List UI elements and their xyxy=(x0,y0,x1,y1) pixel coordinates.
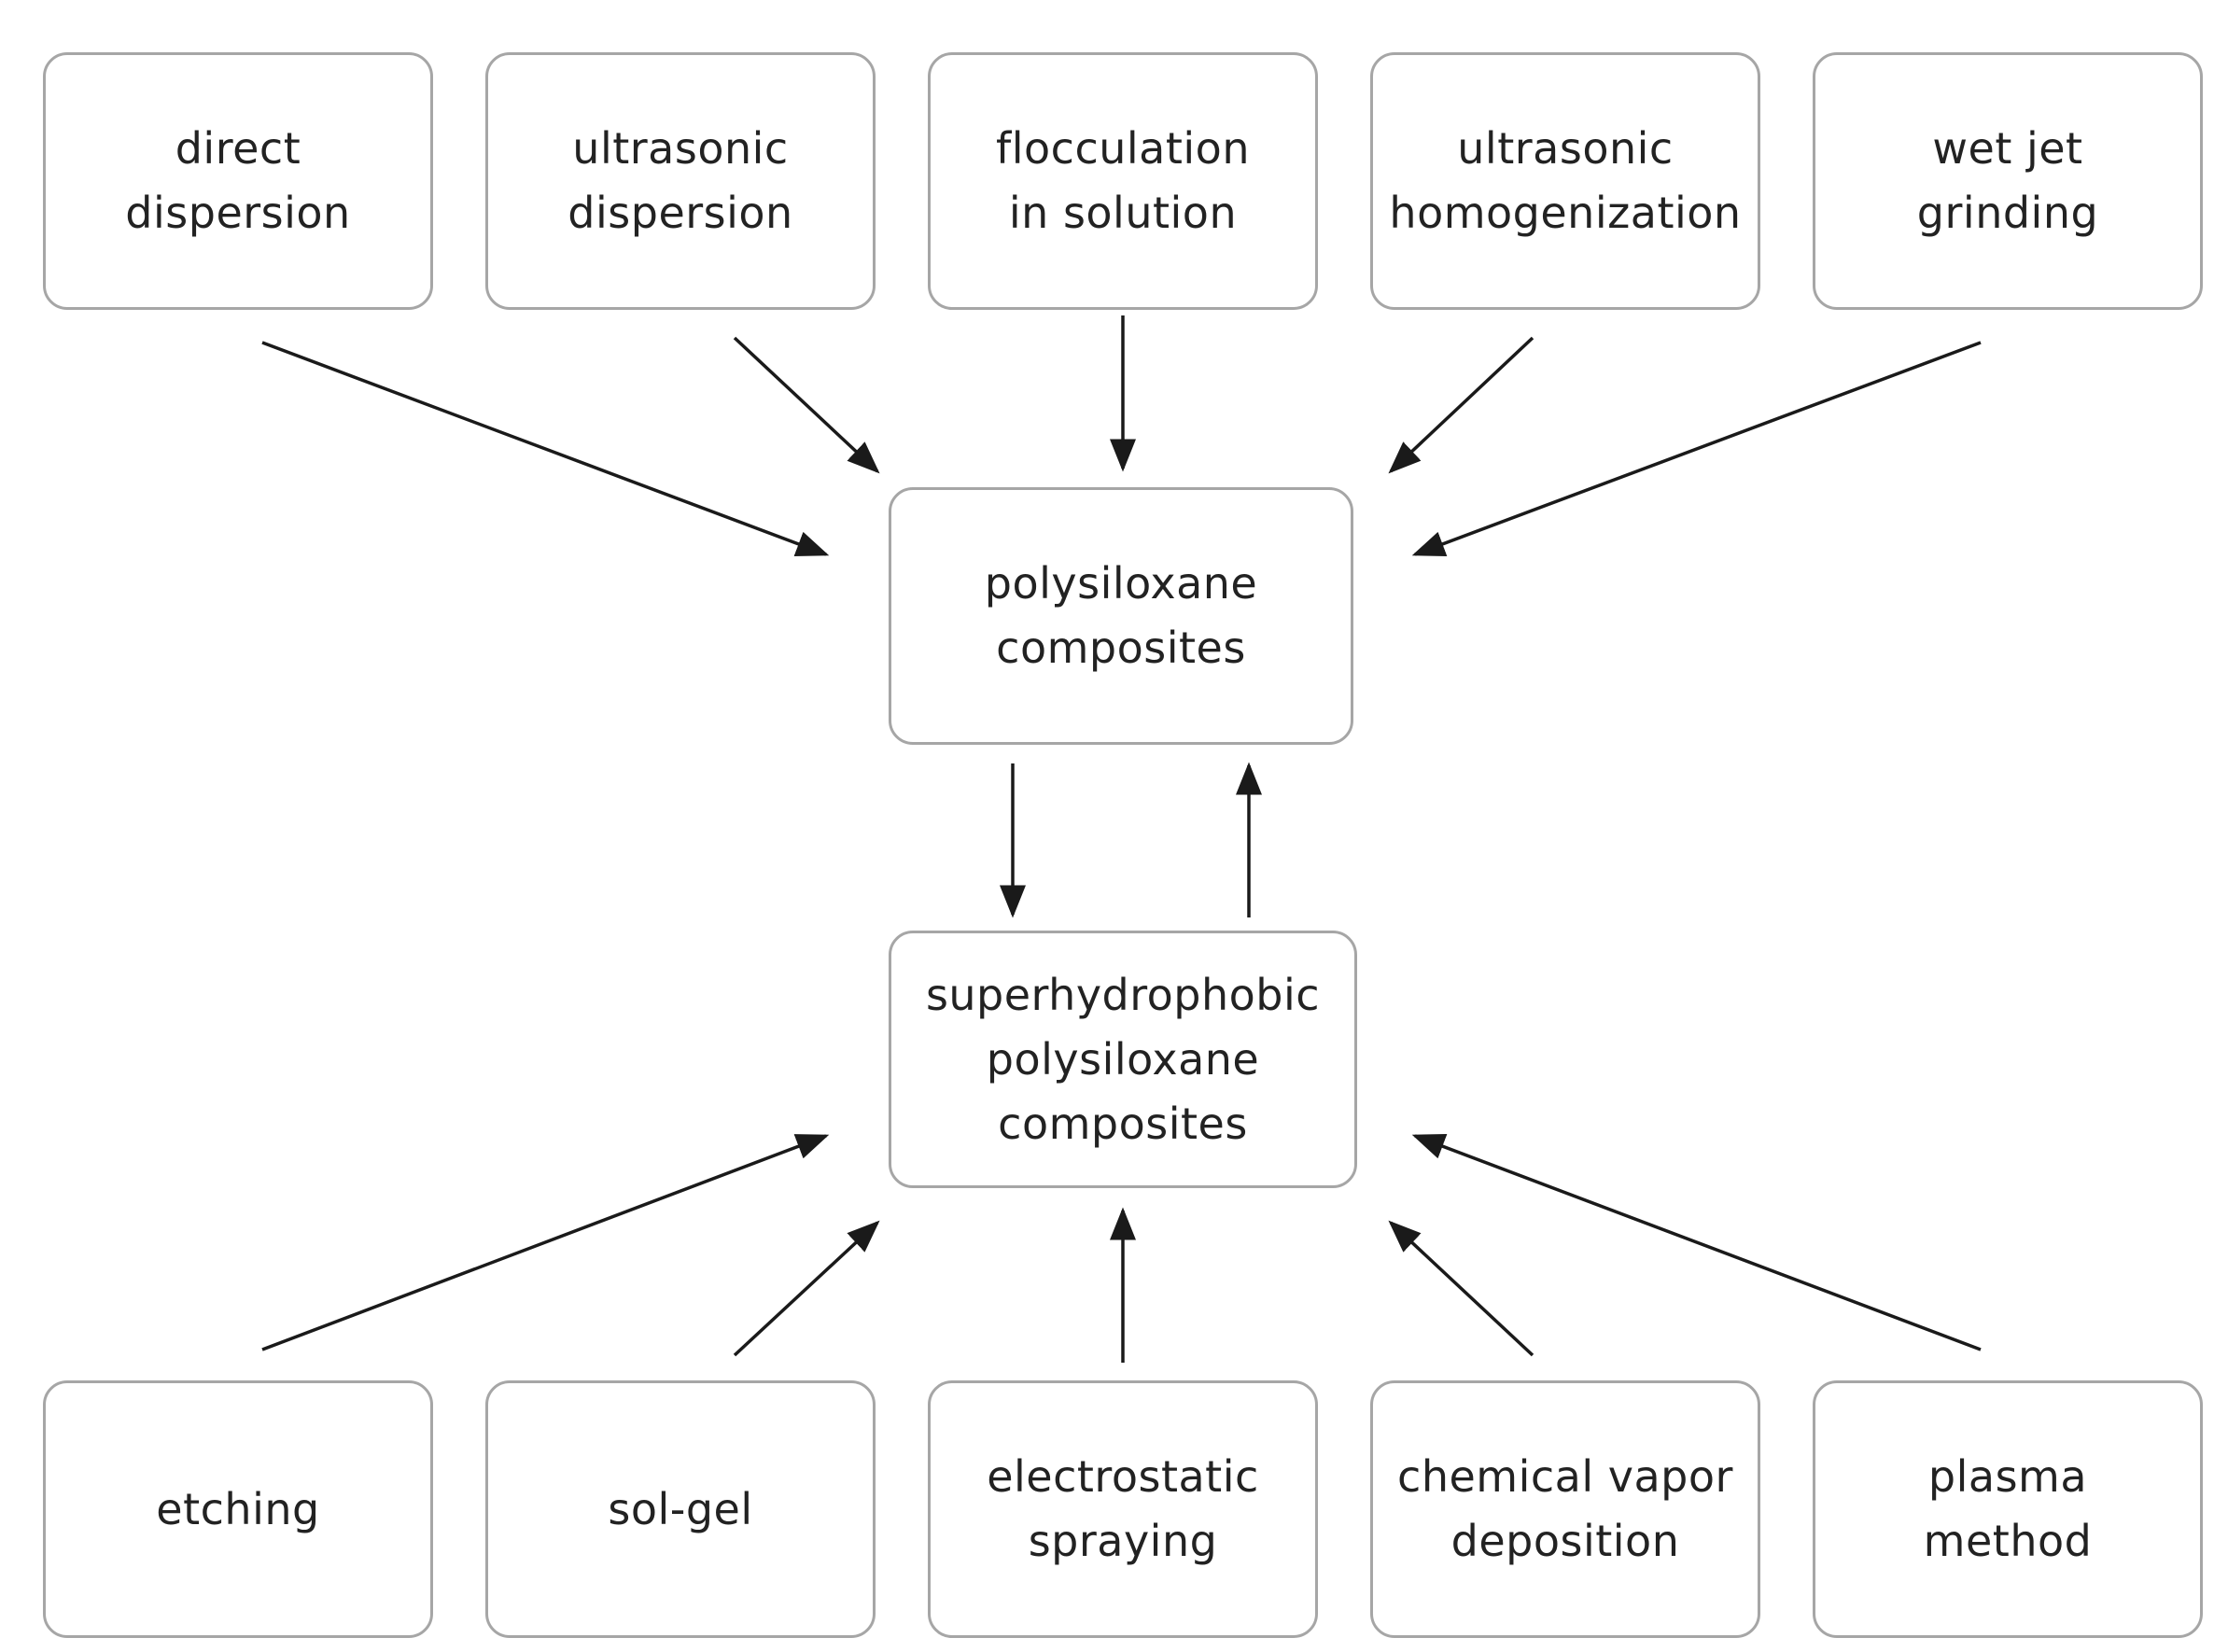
arrow-direct-dispersion-to-composites xyxy=(261,341,830,557)
box-label: chemical vapor deposition xyxy=(1397,1451,1733,1566)
box-label: plasma method xyxy=(1923,1451,2093,1566)
box-label: ultrasonic dispersion xyxy=(568,123,793,238)
box-label: flocculation in solution xyxy=(996,123,1250,238)
box-etching: etching xyxy=(43,1380,433,1638)
arrow-ultrasonic-dispersion-to-composites xyxy=(733,336,880,474)
box-ultrasonic-dispersion: ultrasonic dispersion xyxy=(485,52,876,310)
arrow-sol-gel-to-superhydrophobic xyxy=(733,1220,880,1357)
box-sol-gel: sol-gel xyxy=(485,1380,876,1638)
box-label: ultrasonic homogenization xyxy=(1389,123,1742,238)
arrow-chemical-vapor-deposition-to-superhydrophobic xyxy=(1388,1220,1534,1357)
arrow-etching-to-superhydrophobic xyxy=(261,1134,830,1351)
box-direct-dispersion: direct dispersion xyxy=(43,52,433,310)
box-label: polysiloxane composites xyxy=(984,558,1258,673)
box-label: electrostatic spraying xyxy=(987,1451,1259,1566)
arrow-plasma-method-to-superhydrophobic xyxy=(1411,1134,1982,1351)
box-superhydrophobic-polysiloxane-composites: superhydrophobic polysiloxane composites xyxy=(889,931,1357,1188)
box-label: direct dispersion xyxy=(125,123,351,238)
box-label: etching xyxy=(156,1483,320,1534)
box-label: sol-gel xyxy=(608,1483,753,1534)
arrow-wet-jet-grinding-to-composites xyxy=(1411,341,1982,557)
arrow-ultrasonic-homogenization-to-composites xyxy=(1388,336,1534,474)
box-plasma-method: plasma method xyxy=(1813,1380,2203,1638)
box-flocculation-in-solution: flocculation in solution xyxy=(928,52,1318,310)
box-wet-jet-grinding: wet jet grinding xyxy=(1813,52,2203,310)
box-label: superhydrophobic polysiloxane composites xyxy=(925,969,1321,1149)
box-label: wet jet grinding xyxy=(1916,123,2099,238)
box-polysiloxane-composites: polysiloxane composites xyxy=(889,487,1353,745)
box-electrostatic-spraying: electrostatic spraying xyxy=(928,1380,1318,1638)
box-chemical-vapor-deposition: chemical vapor deposition xyxy=(1370,1380,1760,1638)
box-ultrasonic-homogenization: ultrasonic homogenization xyxy=(1370,52,1760,310)
